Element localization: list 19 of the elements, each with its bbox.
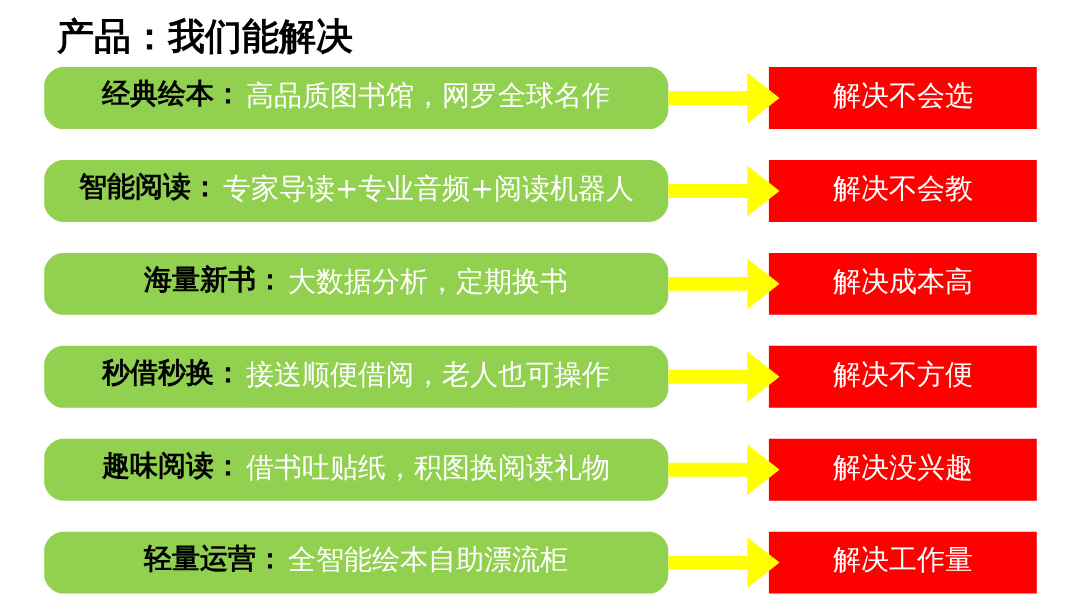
node-box: 经典绘本：高品质图书馆，网罗全球名作 [43, 67, 668, 129]
node-box: 解决不方便 [768, 345, 1037, 408]
arrow [667, 72, 780, 124]
node-box: 解决没兴趣 [768, 438, 1037, 501]
node-box: 解决成本高 [768, 252, 1037, 315]
node-box: 轻量运营：全智能绘本自助漂流柜 [43, 531, 668, 594]
node-box: 解决不会教 [768, 160, 1037, 222]
node-box: 趣味阅读：借书吐贴纸，积图换阅读礼物 [43, 438, 668, 501]
arrow [667, 165, 780, 217]
node-box: 秒借秒换：接送顺便借阅，老人也可操作 [43, 345, 668, 408]
node-box: 解决不会选 [768, 67, 1037, 129]
node-box: 智能阅读：专家导读+专业音频+阅读机器人 [43, 160, 668, 222]
arrow [667, 351, 780, 403]
arrow [667, 258, 780, 310]
node-box: 海量新书：大数据分析，定期换书 [43, 252, 668, 315]
arrow [667, 444, 780, 496]
node-box: 解决工作量 [768, 531, 1037, 594]
diagram-title: 产品：我们能解决 [56, 14, 353, 58]
arrow [667, 537, 780, 588]
